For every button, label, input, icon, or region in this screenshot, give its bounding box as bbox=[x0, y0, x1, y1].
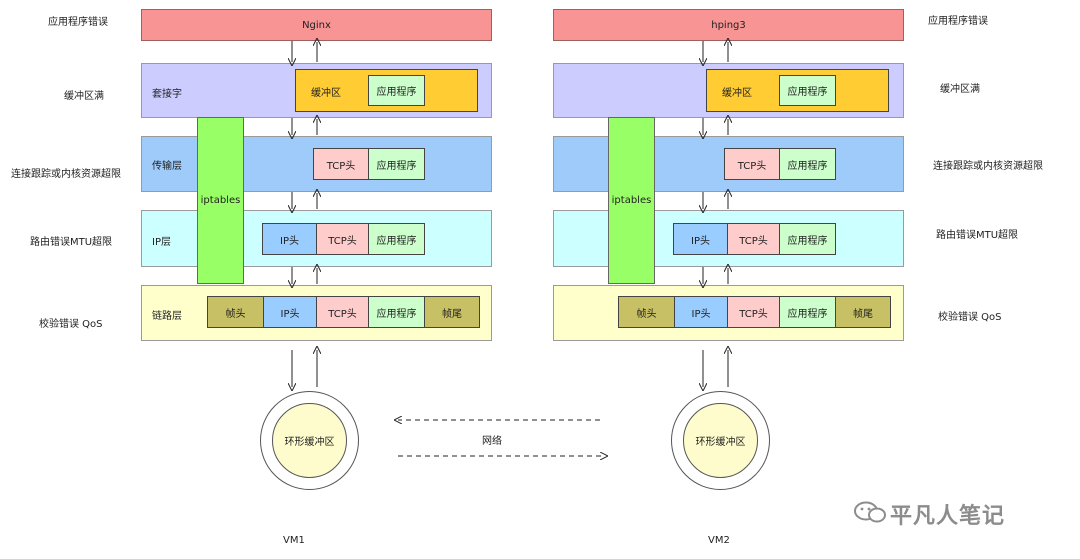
vm1-frame-head: 帧头 bbox=[207, 296, 264, 328]
label-buffer-full-right: 缓冲区满 bbox=[940, 84, 980, 95]
vm1-ip-ip-head: IP头 bbox=[262, 223, 317, 255]
vm2-app-name: hping3 bbox=[711, 19, 746, 31]
label-checksum-qos-right: 校验错误 QoS bbox=[938, 312, 1002, 323]
label-conntrack-left: 连接跟踪或内核资源超限 bbox=[11, 169, 121, 180]
vm1-ip-label: IP层 bbox=[152, 237, 171, 248]
watermark: 平凡人笔记 bbox=[890, 504, 1006, 529]
vm1-buffer-label: 缓冲区 bbox=[311, 88, 341, 99]
vm2-link-tcp-head: TCP头 bbox=[727, 296, 780, 328]
network-label: 网络 bbox=[482, 436, 502, 447]
vm2-buffer-label: 缓冲区 bbox=[722, 88, 752, 99]
label-route-mtu-left: 路由错误MTU超限 bbox=[30, 237, 113, 248]
vm1-iptables: iptables bbox=[197, 117, 244, 284]
vm2-name: VM2 bbox=[708, 535, 730, 546]
vm2-link-app-data: 应用程序 bbox=[779, 296, 836, 328]
vm1-name: VM1 bbox=[283, 535, 305, 546]
vm2-frame-head: 帧头 bbox=[618, 296, 675, 328]
vm1-transport-app-data: 应用程序 bbox=[368, 148, 425, 180]
vm1-ip-app-data: 应用程序 bbox=[368, 223, 425, 255]
vm2-transport-app-data: 应用程序 bbox=[779, 148, 836, 180]
vm2-transport-tcp-head: TCP头 bbox=[724, 148, 780, 180]
vm1-frame-tail: 帧尾 bbox=[424, 296, 480, 328]
vm1-app-layer: Nginx bbox=[141, 9, 492, 41]
label-checksum-qos-left: 校验错误 QoS bbox=[39, 319, 103, 330]
label-conntrack-right: 连接跟踪或内核资源超限 bbox=[933, 161, 1043, 172]
vm1-link-ip-head: IP头 bbox=[263, 296, 317, 328]
vm1-app-name: Nginx bbox=[302, 19, 331, 31]
label-app-error-left: 应用程序错误 bbox=[48, 17, 108, 28]
vm2-link-ip-head: IP头 bbox=[674, 296, 728, 328]
vm2-ip-app-data: 应用程序 bbox=[779, 223, 836, 255]
label-route-mtu-right: 路由错误MTU超限 bbox=[936, 230, 1019, 241]
vm2-frame-tail: 帧尾 bbox=[835, 296, 891, 328]
vm1-ip-tcp-head: TCP头 bbox=[316, 223, 369, 255]
label-buffer-full-left: 缓冲区满 bbox=[64, 91, 104, 102]
vm2-iptables: iptables bbox=[608, 117, 655, 284]
vm1-link-label: 链路层 bbox=[152, 311, 182, 322]
label-app-error-right: 应用程序错误 bbox=[928, 16, 988, 27]
vm2-buffer-app-data: 应用程序 bbox=[779, 75, 836, 106]
vm1-buffer-app-data: 应用程序 bbox=[368, 75, 425, 106]
vm1-link-tcp-head: TCP头 bbox=[316, 296, 369, 328]
wechat-icon bbox=[853, 500, 887, 523]
vm2-ip-tcp-head: TCP头 bbox=[727, 223, 780, 255]
vm1-ring-buffer: 环形缓冲区 bbox=[272, 403, 347, 478]
vm2-ip-ip-head: IP头 bbox=[673, 223, 728, 255]
vm1-socket-label: 套接字 bbox=[152, 89, 182, 100]
vm1-transport-label: 传输层 bbox=[152, 161, 182, 172]
vm2-ring-buffer: 环形缓冲区 bbox=[683, 403, 758, 478]
